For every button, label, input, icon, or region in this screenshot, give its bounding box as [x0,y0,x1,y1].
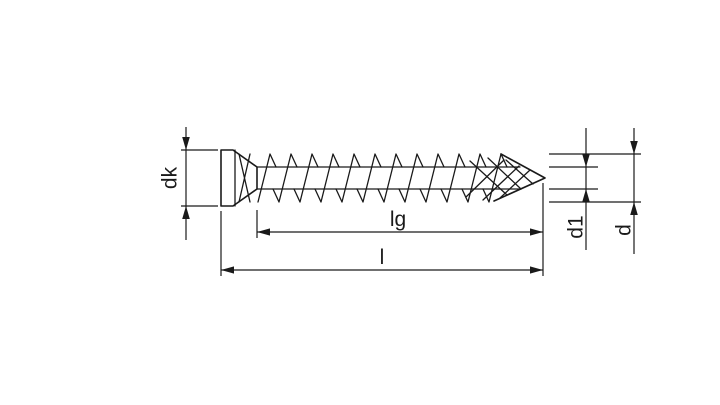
dimension-lg: lg [256,183,544,276]
label-d: d [613,224,636,236]
l-arrow-left [221,266,234,274]
dk-arrow-top [182,137,190,150]
dimension-d1: d1 [549,128,598,250]
dk-extension-lines [181,149,218,207]
label-l: l [380,246,385,269]
screw-drawing [220,149,546,207]
d1-arrow-top [582,154,590,167]
label-lg: lg [390,208,406,231]
screw-drive-recess-lines [234,149,251,207]
screw-head [220,149,258,207]
dimension-l: l [220,211,543,276]
l-arrow-right [530,266,543,274]
lg-extension-lines [256,183,544,276]
d1-extension-lines [549,166,598,190]
screw-tip-cutting-edges [465,157,534,201]
d-arrow-top [630,141,638,154]
screw-tip [493,153,546,202]
lg-arrow-left [257,228,270,236]
lg-arrow-right [530,228,543,236]
d-arrow-bottom [630,202,638,215]
label-dk: dk [159,166,182,189]
dk-arrow-bottom [182,206,190,219]
d1-arrow-bottom [582,189,590,202]
dimension-dk: dk [159,127,218,240]
label-d1: d1 [565,215,588,238]
dimension-d: d [549,128,641,254]
d-extension-lines [549,153,641,203]
